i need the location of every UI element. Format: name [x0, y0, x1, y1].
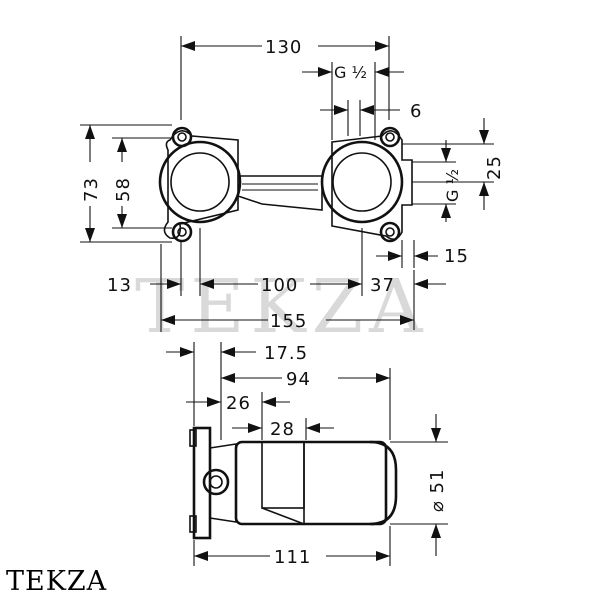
dim-17-label: 17.5	[264, 343, 308, 364]
arrow-25-b	[479, 182, 489, 196]
dim-gs-label: G ½	[443, 169, 462, 202]
dim-73-label: 73	[81, 177, 102, 202]
mount-hole-bl	[171, 221, 193, 243]
mount-hole-bl-inner	[177, 227, 187, 237]
mount-hole-tl	[171, 126, 193, 148]
mount-hole-tl-inner	[177, 132, 187, 142]
arrow-17-l	[180, 347, 194, 357]
arrow-6-r	[360, 105, 374, 115]
valve-inner-box	[261, 441, 305, 509]
arrow-17-r	[221, 347, 235, 357]
valve-bevel-line	[261, 507, 305, 525]
brand-label: TEKZA	[6, 566, 108, 597]
arrow-58-b	[117, 214, 127, 228]
right-valve-outer	[320, 140, 404, 224]
dim-37-label: 37	[370, 275, 395, 296]
dim-13-label: 13	[107, 275, 132, 296]
arrow-58-t	[117, 138, 127, 152]
arrow-15-l	[388, 251, 402, 261]
arrow-111-r	[376, 551, 390, 561]
arrow-51-b	[431, 524, 441, 538]
dim-15-label: 15	[444, 246, 469, 267]
valve-end-cap	[369, 440, 398, 526]
mount-hole-tr	[379, 126, 401, 148]
arrow-g-l	[318, 67, 332, 77]
dim-28-label: 28	[270, 419, 295, 440]
mount-hole-tr-inner	[385, 132, 395, 142]
arrow-25-t	[479, 130, 489, 144]
arrow-51-t	[431, 428, 441, 442]
arrow-gs-t	[441, 148, 451, 162]
arrow-26-l	[207, 397, 221, 407]
dim-25-label: 25	[484, 155, 505, 180]
left-valve-inner	[170, 152, 230, 212]
arrow-155-l	[161, 315, 175, 325]
arrow-73-b	[85, 228, 95, 242]
connector-nut	[202, 468, 230, 496]
top-view: 130 G ½ 6 73 58	[80, 36, 505, 332]
watermark-text: TEKZA	[135, 264, 429, 350]
arrow-155-r	[400, 315, 414, 325]
arrow-gs-b	[441, 204, 451, 218]
dim-94-label: 94	[286, 369, 311, 390]
left-valve-outer	[158, 140, 242, 224]
arrow-6-l	[334, 105, 348, 115]
valve-body	[234, 440, 388, 526]
arrow-13	[167, 279, 181, 289]
mounting-plate-right	[331, 130, 413, 240]
arrow-28-r	[306, 423, 320, 433]
mount-hole-br-inner	[385, 227, 395, 237]
arrow-94-r	[376, 373, 390, 383]
arrow-100-r	[348, 279, 362, 289]
connector-nut-inner	[209, 475, 223, 489]
arrow-111-l	[194, 551, 208, 561]
dim-111-label: 111	[274, 547, 311, 568]
dim-51-label: ⌀ 51	[427, 469, 448, 512]
arrow-26-r	[262, 397, 276, 407]
dim-130-label: 130	[265, 37, 302, 58]
arrow-28-l	[248, 423, 262, 433]
right-valve-inner	[332, 152, 392, 212]
dim-6-label: 6	[410, 101, 422, 122]
arrow-130-l	[181, 41, 195, 51]
mounting-plate	[163, 130, 239, 240]
dim-100-label: 100	[261, 275, 298, 296]
dim-26-label: 26	[226, 393, 251, 414]
arrow-130-r	[375, 41, 389, 51]
dim-155-label: 155	[270, 311, 307, 332]
mount-hole-br	[379, 221, 401, 243]
plate-tab-bottom	[189, 515, 197, 533]
plate-tab-top	[189, 429, 197, 447]
dim-g-label: G ½	[334, 63, 367, 82]
side-view: 17.5 94 26 28 ⌀ 51	[166, 342, 448, 568]
arrow-94-l	[221, 373, 235, 383]
arrow-g-r	[375, 67, 389, 77]
connector-body	[209, 443, 237, 523]
dim-58-label: 58	[113, 177, 134, 202]
bridge-body	[237, 175, 323, 211]
arrow-73-t	[85, 125, 95, 139]
arrow-15-r	[414, 251, 428, 261]
